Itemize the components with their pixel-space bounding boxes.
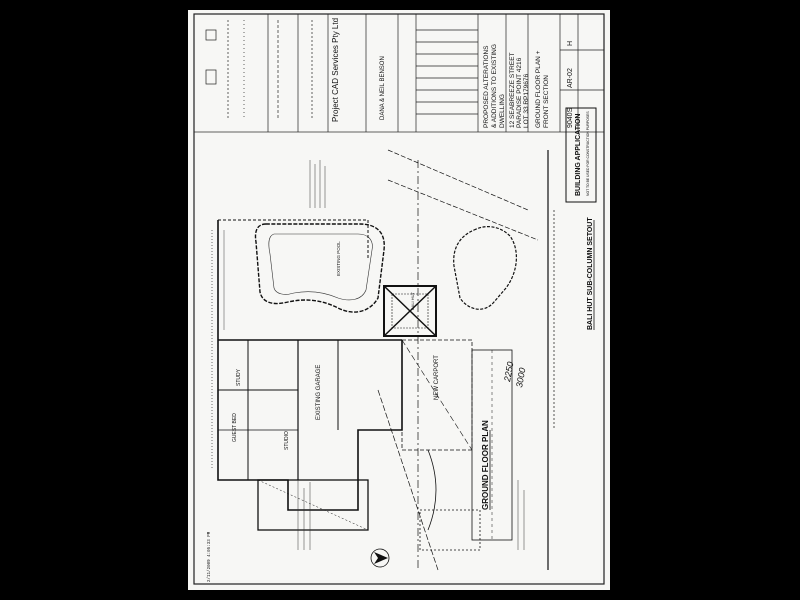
setout-lines: [377, 149, 555, 571]
drawing-sheet: Project CAD Services Pty Ltd DANA & NEIL…: [188, 10, 610, 590]
project-line-3: DWELLING: [499, 94, 506, 128]
project-line-2: & ADDITIONS TO EXISTING: [491, 44, 498, 128]
bali-hut-setout-title: BALI HUT SUB-COLUMN SETOUT: [587, 217, 594, 330]
firm-name: Project CAD Services Pty Ltd: [331, 18, 340, 122]
client-name: DANA & NEIL BENSON: [380, 56, 386, 120]
date-stamp: 2/11/2009 4:05:33 PM: [207, 531, 212, 582]
pool-inner-outline: [268, 233, 373, 301]
room-existing-garage: EXISTING GARAGE: [316, 365, 322, 420]
ground-floor-plan-title: GROUND FLOOR PLAN: [481, 420, 490, 510]
drawing-title-2: FRONT SECTION: [543, 75, 550, 128]
notes-scribble: [297, 160, 525, 550]
job-number: 9040S: [567, 107, 574, 128]
north-arrow-icon: [370, 548, 390, 568]
handwritten-dim-2: 3000: [514, 367, 527, 388]
existing-pool-outline: [254, 223, 385, 313]
carport-outline: [401, 339, 513, 551]
stamp-line-1: BUILDING APPLICATION: [575, 114, 582, 196]
pool-label: EXISTING POOL: [336, 241, 341, 276]
building-application-stamp: BUILDING APPLICATION NOT TO BE USED FOR …: [565, 107, 597, 203]
floor-plan-drawing: Project CAD Services Pty Ltd DANA & NEIL…: [193, 13, 605, 585]
handwritten-dim-1: 2250: [502, 361, 516, 383]
room-guest-bed: GUEST BED: [232, 413, 238, 442]
stamp-line-2: NOT TO BE USED FOR CONSTRUCTION PURPOSES: [586, 111, 590, 196]
drawing-title-1: GROUND FLOOR PLAN +: [535, 50, 542, 128]
room-study: STUDY: [236, 368, 242, 386]
address-line-3: LOT 33 RP179676: [523, 74, 530, 128]
address-line-2: PARADISE POINT 4216: [516, 57, 523, 128]
room-studio: STUDIO: [284, 431, 290, 450]
project-line-1: PROPOSED ALTERATIONS: [483, 45, 490, 128]
revision-letter: H: [567, 41, 574, 46]
title-block: [193, 13, 605, 133]
bali-hut-label: BALI HUT: [410, 291, 415, 310]
house-walls: [211, 219, 403, 531]
bali-hut: [383, 285, 437, 337]
address-line-1: 12 SEABREEZE STREET: [509, 52, 516, 128]
room-new-carport: NEW CARPORT: [434, 355, 440, 400]
sheet-number: AR-02: [567, 68, 574, 88]
setout-title: BALI HUT SUB-COLUMN SETOUT: [587, 217, 595, 330]
garden-bed-outline: [453, 226, 517, 310]
plan-title: GROUND FLOOR PLAN: [481, 420, 491, 510]
